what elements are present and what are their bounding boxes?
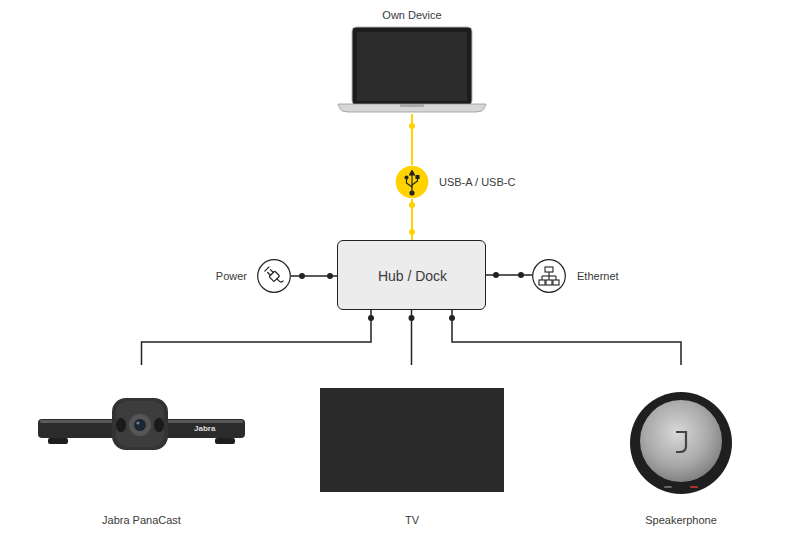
port-circle: Ethernet bbox=[532, 259, 566, 293]
junction-dot bbox=[449, 315, 455, 321]
port-circle: USB-A / USB-C bbox=[395, 165, 429, 199]
node-label: TV bbox=[320, 513, 504, 527]
node-label: Power bbox=[216, 269, 247, 283]
device-node: TV bbox=[320, 365, 504, 530]
connector-line bbox=[291, 275, 337, 277]
brand-logo-text: Jabra bbox=[194, 424, 215, 433]
tv-illustration bbox=[320, 388, 504, 492]
junction-dot bbox=[409, 202, 415, 208]
junction-dot bbox=[409, 315, 415, 321]
node-label: Ethernet bbox=[577, 269, 619, 283]
connector-line bbox=[411, 114, 413, 165]
device-node: Speakerphone bbox=[621, 365, 741, 530]
connector-line bbox=[452, 310, 681, 365]
device-node: Own Device bbox=[332, 4, 492, 114]
connector-line bbox=[486, 274, 532, 276]
connector-line bbox=[411, 310, 413, 365]
node-label: Own Device bbox=[332, 8, 492, 22]
junction-dot bbox=[409, 123, 415, 129]
hub-box: Hub / Dock bbox=[337, 240, 486, 310]
node-label: Hub / Dock bbox=[338, 268, 487, 284]
port-circle: Power bbox=[257, 259, 291, 293]
junction-dot bbox=[493, 272, 499, 278]
circle-outline bbox=[395, 165, 429, 199]
connector-line bbox=[411, 199, 413, 240]
circle-outline bbox=[257, 259, 291, 293]
node-label: Speakerphone bbox=[621, 513, 741, 527]
device-node: Jabra PanaCast bbox=[38, 365, 245, 530]
junction-dot bbox=[299, 273, 305, 279]
junction-dot bbox=[409, 229, 415, 235]
speakerphone-illustration bbox=[630, 392, 732, 494]
laptop-illustration bbox=[338, 27, 486, 112]
node-label: Jabra PanaCast bbox=[38, 513, 245, 527]
node-label: USB-A / USB-C bbox=[439, 175, 515, 189]
camera-illustration bbox=[38, 398, 245, 450]
junction-dot bbox=[327, 273, 333, 279]
circle-outline bbox=[532, 259, 566, 293]
connector-line bbox=[142, 310, 372, 365]
junction-dot bbox=[368, 315, 374, 321]
junction-dot bbox=[518, 272, 524, 278]
